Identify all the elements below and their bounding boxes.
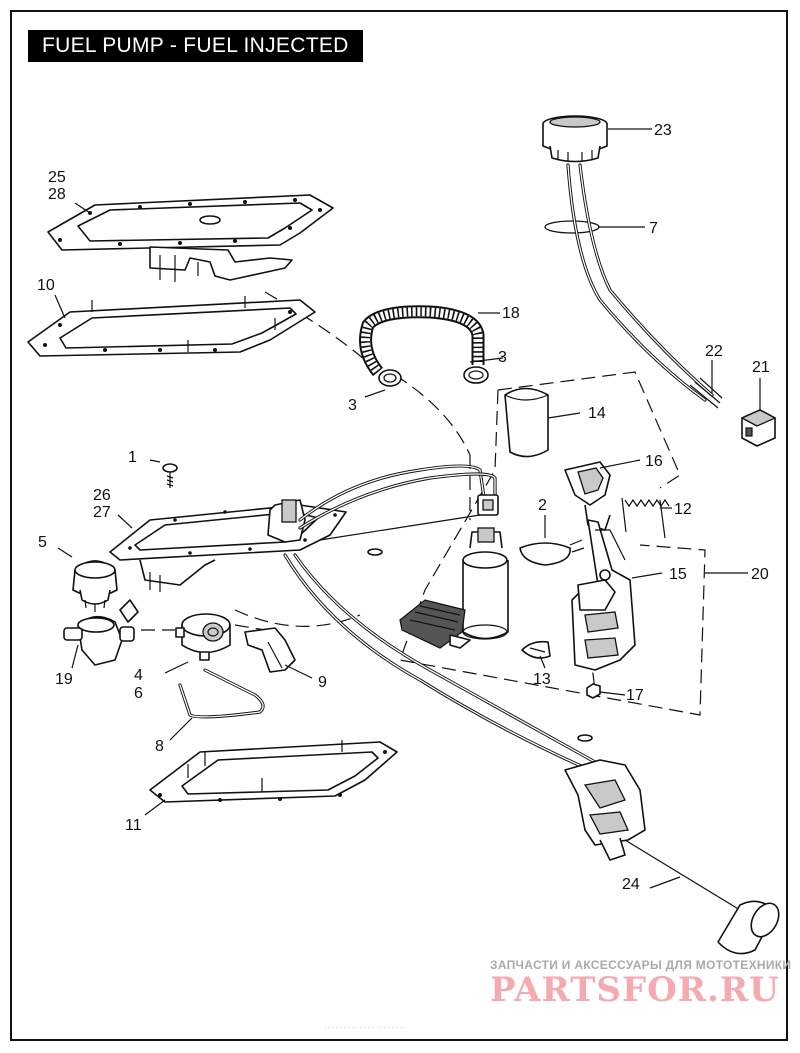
callout-10: 10 xyxy=(37,277,55,294)
pressure-regulator xyxy=(72,560,118,612)
diagram-frame xyxy=(10,10,788,1041)
callout-15: 15 xyxy=(669,566,687,583)
pump-wiring xyxy=(283,464,597,772)
filter-return-hose xyxy=(178,668,265,719)
callout-14: 14 xyxy=(588,405,606,422)
callout-26: 26 xyxy=(93,487,111,504)
callout-11: 11 xyxy=(125,817,142,834)
watermark-logo: PARTSFOR.RU xyxy=(490,970,780,1010)
footer-text: ............ ...... .......... xyxy=(325,1024,406,1030)
filter-sleeve xyxy=(504,387,549,458)
callout-27: 27 xyxy=(93,504,111,521)
wire-connector xyxy=(740,409,777,447)
callout-23: 23 xyxy=(654,122,672,139)
callout-18: 18 xyxy=(502,305,520,322)
lower-mounting-gasket xyxy=(149,740,398,803)
fuel-gauge xyxy=(542,115,608,163)
fuel-supply-hose xyxy=(359,305,485,377)
callout-leader-lines xyxy=(54,128,761,889)
hose-clamp-right xyxy=(463,366,489,384)
callout-3-left: 3 xyxy=(348,397,357,414)
pump-connector xyxy=(477,494,499,516)
pump-mounting-plate xyxy=(109,499,593,742)
callout-labels: 1 2 3 3 4 5 6 7 8 9 10 11 12 13 14 15 16… xyxy=(37,122,770,893)
callout-6: 6 xyxy=(134,685,143,702)
fuel-filter xyxy=(175,613,231,661)
callout-13: 13 xyxy=(533,671,551,688)
callout-16: 16 xyxy=(645,453,663,470)
bracket-nut xyxy=(586,683,601,699)
callout-12: 12 xyxy=(674,501,692,518)
callout-4: 4 xyxy=(134,667,143,684)
plate-screw xyxy=(162,463,178,488)
top-flange-gasket xyxy=(47,194,334,251)
fuel-pump xyxy=(462,527,509,640)
fuel-level-sender xyxy=(564,759,780,955)
pump-retainer-bracket xyxy=(564,461,611,531)
reservoir-bracket-assembly xyxy=(571,519,636,671)
callout-24: 24 xyxy=(622,876,640,893)
fuel-fitting xyxy=(63,599,139,666)
callout-9: 9 xyxy=(318,674,327,691)
top-bracket xyxy=(149,246,293,282)
pump-band-clamp xyxy=(519,539,585,566)
callout-2: 2 xyxy=(538,497,547,514)
callout-17: 17 xyxy=(626,687,644,704)
tension-spring xyxy=(621,497,670,539)
callout-21: 21 xyxy=(752,359,770,376)
watermark-tagline: ЗАПЧАСТИ И АКСЕССУАРЫ ДЛЯ МОТОТЕХНИКИ xyxy=(490,958,792,972)
callout-25: 25 xyxy=(48,169,66,186)
hose-clamp-left xyxy=(378,369,402,387)
bracket-clip xyxy=(521,640,551,659)
callout-8: 8 xyxy=(155,738,164,755)
upper-mounting-gasket xyxy=(27,296,316,357)
callout-1: 1 xyxy=(128,449,137,466)
callout-3-right: 3 xyxy=(498,349,507,366)
callout-19: 19 xyxy=(55,671,73,688)
gauge-wiring-harness xyxy=(566,163,723,409)
pump-filter-strainer xyxy=(399,599,471,649)
filter-bracket xyxy=(244,627,296,673)
callout-22: 22 xyxy=(705,343,723,360)
callout-20: 20 xyxy=(751,566,769,583)
callout-7: 7 xyxy=(649,220,658,237)
page-title: FUEL PUMP - FUEL INJECTED xyxy=(28,30,363,62)
callout-5: 5 xyxy=(38,534,47,551)
callout-28: 28 xyxy=(48,186,66,203)
